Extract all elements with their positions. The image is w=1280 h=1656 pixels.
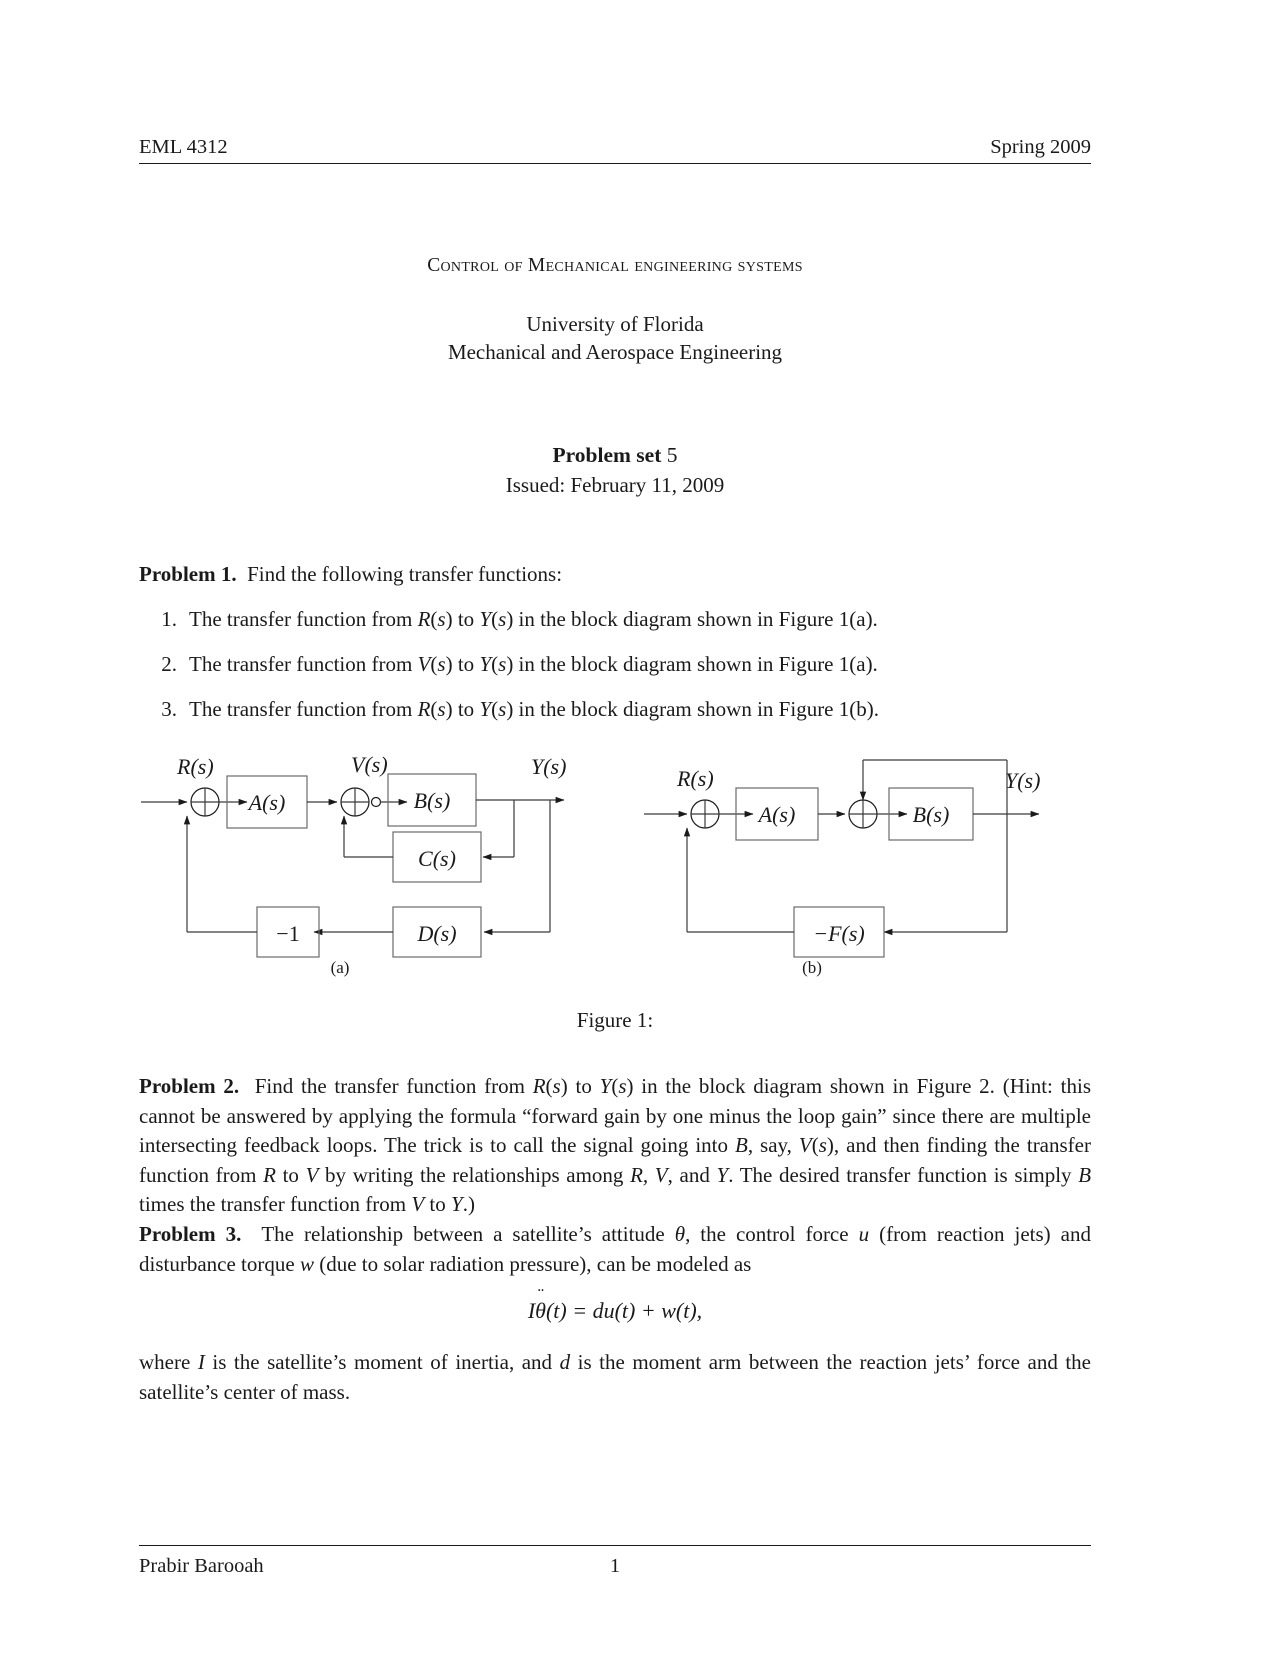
block-label-b: B(s) [414, 788, 451, 813]
figure-subcaption-a: (a) [330, 958, 350, 977]
equation-content: I¨θ(t) = du(t) + w(t), [527, 1284, 703, 1323]
problem-1-paragraph: Problem 1. Find the following transfer f… [139, 560, 1091, 590]
problem-3-text-part2: where I is the satellite’s moment of ine… [139, 1350, 1091, 1404]
university-name: University of Florida [526, 312, 704, 336]
title-block: Control of Mechanical engineering system… [139, 255, 1091, 366]
list-item-text: The transfer function from V(s) to Y(s) … [189, 652, 878, 676]
equation-satellite-dynamics: I¨θ(t) = du(t) + w(t), [139, 1284, 1091, 1324]
problem-set-label: Problem set [552, 443, 662, 467]
list-item: 2. The transfer function from V(s) to Y(… [139, 650, 1091, 679]
list-item-number: 1. [161, 607, 177, 631]
double-dot-accent: ¨ [537, 1284, 544, 1306]
page-footer: Prabir Barooah 1 [139, 1555, 1091, 1578]
signal-label-v-a: V(s) [351, 752, 388, 777]
problem-1-label: Problem 1. [139, 562, 237, 586]
problem-set-number: 5 [666, 443, 678, 467]
signal-label-y-a: Y(s) [531, 754, 566, 779]
problem-1-intro: Find the following transfer functions: [241, 562, 563, 586]
footer-divider [139, 1545, 1091, 1546]
problem-1-list: 1. The transfer function from R(s) to Y(… [139, 605, 1091, 740]
figure-1: A(s) B(s) C(s) [139, 752, 1091, 1002]
figure-caption: Figure 1: [576, 1008, 654, 1032]
block-label-neg1: −1 [276, 921, 299, 946]
list-item-text: The transfer function from R(s) to Y(s) … [189, 697, 879, 721]
figure-subcaption-b: (b) [802, 958, 822, 977]
problem-3-text-part1: The relationship between a satellite’s a… [139, 1222, 1091, 1276]
list-item-number: 2. [161, 652, 177, 676]
block-label-b-b: B(s) [913, 802, 950, 827]
signal-label-r-b: R(s) [676, 766, 714, 791]
problem-2-label: Problem 2. [139, 1074, 240, 1098]
signal-label-y-b: Y(s) [1005, 768, 1040, 793]
problem-set-block: Problem set 5 Issued: February 11, 2009 [139, 440, 1091, 500]
list-item: 1. The transfer function from R(s) to Y(… [139, 605, 1091, 634]
block-label-a-b: A(s) [757, 802, 796, 827]
problem-3-paragraph: Problem 3. The relationship between a sa… [139, 1220, 1091, 1279]
footer-author: Prabir Barooah [139, 1555, 264, 1577]
header-term: Spring 2009 [990, 136, 1091, 158]
block-label-c: C(s) [418, 846, 456, 871]
block-label-a: A(s) [247, 790, 286, 815]
footer-page-number: 1 [609, 1555, 621, 1577]
list-item: 3. The transfer function from R(s) to Y(… [139, 695, 1091, 724]
problem-set-issued: Issued: February 11, 2009 [505, 473, 725, 497]
problem-set-title: Problem set 5 [139, 440, 1091, 470]
problem-3-label: Problem 3. [139, 1222, 242, 1246]
list-item-number: 3. [161, 697, 177, 721]
course-title: Control of Mechanical engineering system… [427, 255, 803, 276]
header-course-code: EML 4312 [139, 136, 228, 158]
page-header: EML 4312 Spring 2009 [139, 136, 1091, 164]
department-name: Mechanical and Aerospace Engineering [447, 340, 783, 364]
signal-label-r-a: R(s) [176, 754, 214, 779]
figure-1-svg: A(s) B(s) C(s) [141, 752, 1040, 958]
problem-3-paragraph-continued: where I is the satellite’s moment of ine… [139, 1348, 1091, 1407]
problem-2-text: Find the transfer function from R(s) to … [139, 1074, 1092, 1216]
list-item-text: The transfer function from R(s) to Y(s) … [189, 607, 878, 631]
block-label-negf: −F(s) [813, 921, 865, 946]
block-label-d: D(s) [416, 921, 456, 946]
problem-2-paragraph: Problem 2. Find the transfer function fr… [139, 1072, 1091, 1220]
